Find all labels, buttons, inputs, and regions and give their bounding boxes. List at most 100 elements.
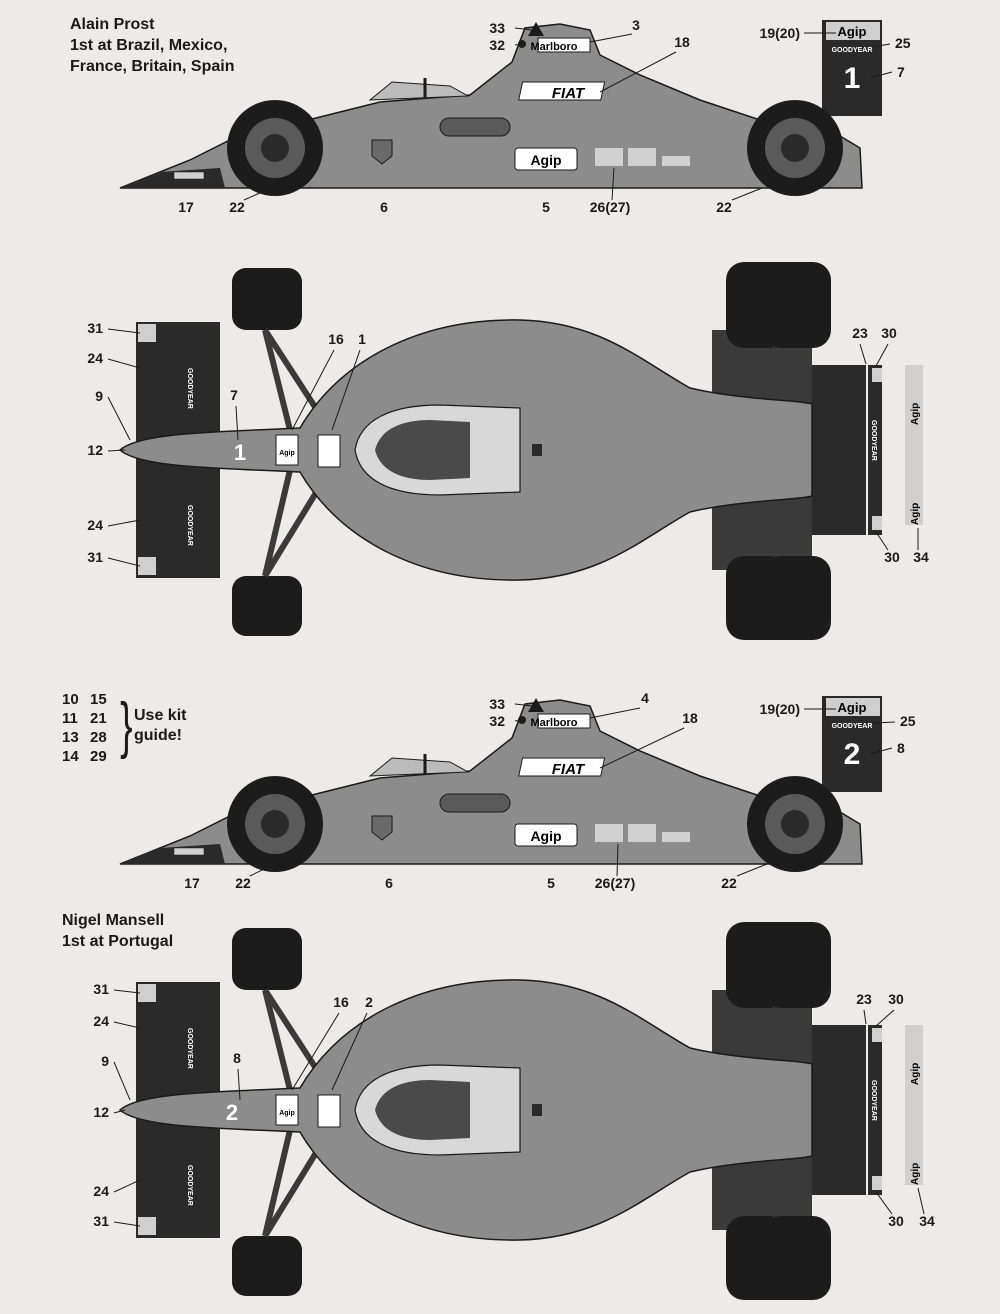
kit-number: 15 — [90, 691, 107, 708]
agip-strip: Agip Agip — [905, 1025, 923, 1185]
agip-decal: Agip — [910, 1163, 921, 1185]
callout-number: 16 — [333, 994, 349, 1010]
callout-number: 17 — [184, 875, 200, 891]
driver-caption-mansell: Nigel Mansell 1st at Portugal — [62, 912, 174, 950]
leader-line — [514, 719, 523, 722]
goodyear-decal: GOODYEAR — [870, 420, 877, 461]
callout-number: 24 — [87, 517, 103, 533]
callout-number: 25 — [900, 713, 916, 729]
kit-guide-text: Use kit guide! — [134, 707, 187, 744]
leader-line — [514, 43, 523, 46]
callout-number: 22 — [235, 875, 251, 891]
callout-number: 7 — [230, 387, 238, 403]
marlboro-decal: Marlboro — [530, 41, 577, 53]
leader-line — [237, 1068, 241, 1101]
leader-line — [599, 51, 677, 93]
callout-number: 16 — [328, 331, 344, 347]
callout-number: 33 — [489, 696, 505, 712]
callout-number: 26(27) — [595, 875, 635, 891]
leader-line — [235, 405, 239, 441]
callout-number: 8 — [233, 1050, 241, 1066]
callout-number: 31 — [87, 549, 103, 565]
callout-number: 17 — [178, 199, 194, 215]
leader-line — [113, 1179, 141, 1193]
leader-line — [599, 727, 685, 769]
callout-number: 9 — [95, 388, 103, 404]
leader-line — [107, 328, 141, 334]
goodyear-wing-decal: GOODYEAR — [832, 723, 873, 730]
leader-line — [611, 167, 615, 201]
kit-number: 13 — [62, 729, 79, 746]
race-number-decal: 1 — [844, 62, 861, 95]
leader-line — [113, 1061, 131, 1101]
callout-number: 30 — [888, 1213, 904, 1229]
callout-number: 31 — [87, 320, 103, 336]
agip-decal: Agip — [910, 403, 921, 425]
callout-number: 34 — [919, 1213, 935, 1229]
callout-number: 33 — [489, 20, 505, 36]
callout-number: 24 — [93, 1183, 109, 1199]
callout-number: 22 — [716, 199, 732, 215]
leader-line — [731, 187, 763, 201]
agip-decal: Agip — [910, 503, 921, 525]
agip-decal: Agip — [530, 828, 561, 844]
callout-number: 18 — [674, 34, 690, 50]
callout-number: 23 — [852, 325, 868, 341]
leader-line — [249, 867, 267, 877]
leader-line — [291, 1012, 340, 1091]
callout-number: 9 — [101, 1053, 109, 1069]
agip-wing-decal: Agip — [838, 700, 867, 715]
agip-decal: Agip — [530, 152, 561, 168]
kit-number: 28 — [90, 729, 107, 746]
callout-number: 7 — [897, 64, 905, 80]
callout-number: 5 — [547, 875, 555, 891]
leader-line — [113, 989, 141, 994]
callout-number: 8 — [897, 740, 905, 756]
goodyear-wing-decal: GOODYEAR — [832, 47, 873, 54]
agip-decal: Agip — [279, 1110, 295, 1117]
leader-line — [871, 43, 891, 48]
callout-number: 30 — [888, 991, 904, 1007]
kit-number: 10 — [62, 691, 79, 708]
leader-line — [859, 343, 867, 365]
callout-number: 2 — [365, 994, 373, 1010]
callout-number: 32 — [489, 713, 505, 729]
callout-number: 5 — [542, 199, 550, 215]
brace-icon: } — [120, 691, 133, 760]
driver-caption-prost: Alain Prost 1st at Brazil, Mexico, Franc… — [70, 16, 235, 75]
callout-number: 3 — [632, 17, 640, 33]
kit-number: 29 — [90, 748, 107, 765]
race-number-decal: 1 — [234, 440, 246, 465]
callout-number: 1 — [358, 331, 366, 347]
leader-line — [107, 557, 141, 567]
leader-line — [107, 358, 141, 369]
leader-line — [331, 349, 361, 431]
leader-line — [871, 721, 896, 724]
leader-line — [107, 396, 131, 441]
leader-line — [113, 1021, 141, 1029]
callout-number: 30 — [884, 549, 900, 565]
callout-number: 12 — [93, 1104, 109, 1120]
leader-line — [875, 1191, 893, 1215]
agip-decal: Agip — [910, 1063, 921, 1085]
goodyear-decal: GOODYEAR — [870, 1080, 877, 1121]
leader-line — [331, 1012, 368, 1091]
callout-number: 22 — [229, 199, 245, 215]
marlboro-decal: Marlboro — [530, 717, 577, 729]
car-1-side-view: Marlboro FIAT Agip Agip GOODYEAR 1 — [118, 18, 884, 198]
kit-number: 11 — [62, 710, 78, 727]
callout-number: 6 — [385, 875, 393, 891]
leader-line — [736, 863, 768, 877]
car-2-side-view: Marlboro FIAT Agip Agip GOODYEAR 2 — [118, 694, 884, 874]
leader-line — [113, 1109, 126, 1114]
callout-number: 6 — [380, 199, 388, 215]
callout-number: 23 — [856, 991, 872, 1007]
leader-line — [869, 747, 893, 755]
leader-line — [875, 531, 889, 551]
kit-number: 21 — [90, 710, 107, 727]
leader-line — [107, 449, 126, 452]
leader-line — [291, 349, 335, 431]
